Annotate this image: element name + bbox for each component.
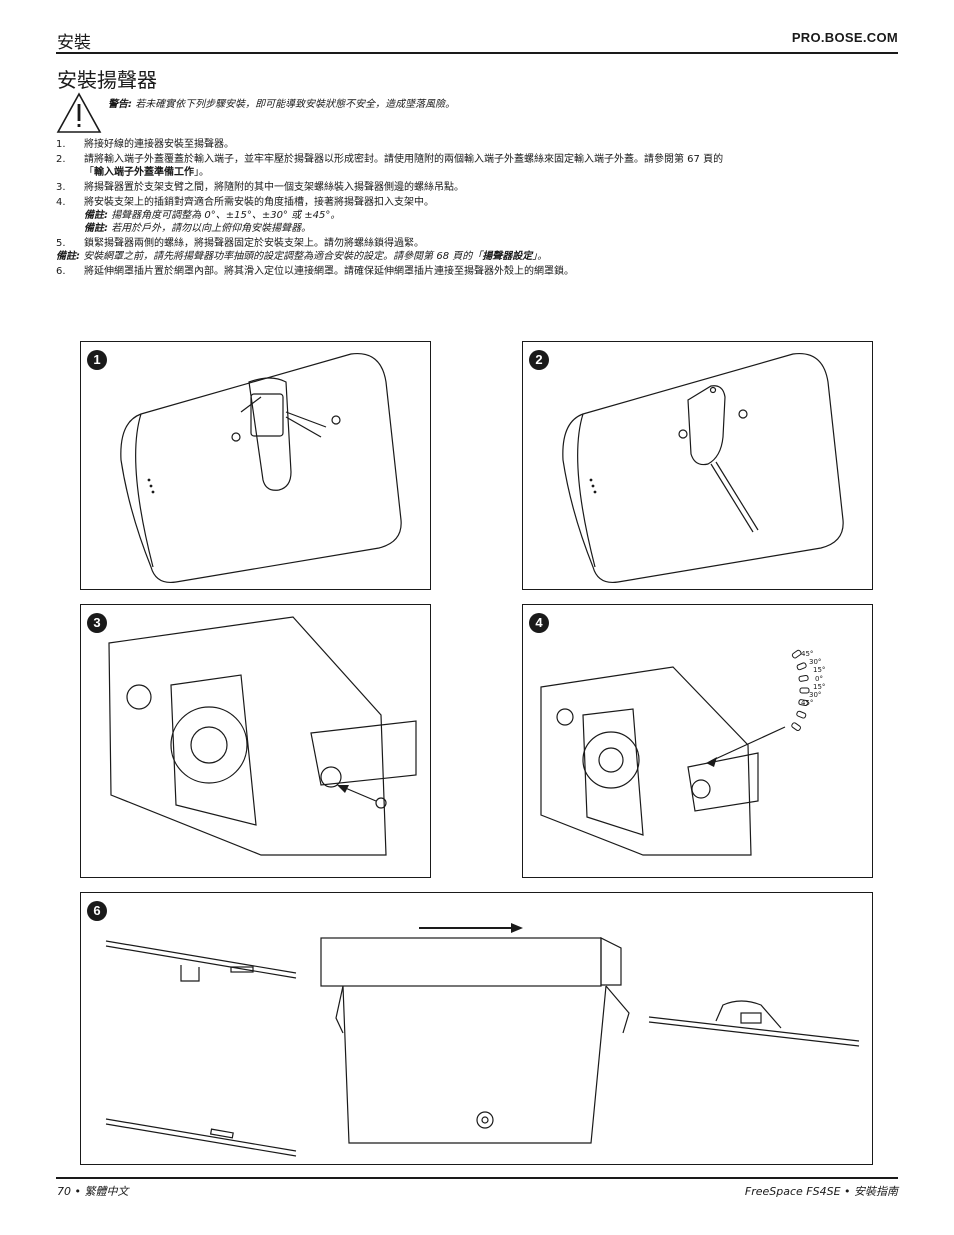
header-divider [56,52,898,54]
step-6: 6. 將延伸網罩插片置於網罩內部。將其滑入定位以連接網罩。請確保延伸網罩插片連接… [56,265,898,278]
figure-badge: 3 [87,613,107,633]
step-text: 將揚聲器置於支架支臂之間，將隨附的其中一個支架螺絲裝入揚聲器側邊的螺絲吊點。 [84,182,464,193]
figure-6: 6 [80,892,873,1165]
steps-list: 1. 將接好線的連接器安裝至揚聲器。 2. 請將輸入端子外蓋覆蓋於輸入端子，並牢… [56,138,898,278]
warning-text: 警告: 若未確實依下列步驟安裝，即可能導致安裝狀態不安全，造成墜落風險。 [108,95,455,110]
step-3: 3. 將揚聲器置於支架支臂之間，將隨附的其中一個支架螺絲裝入揚聲器側邊的螺絲吊點… [56,181,898,194]
figure-2: 2 [522,341,873,590]
footer-divider [56,1177,898,1179]
step-text: 將接好線的連接器安裝至揚聲器。 [84,139,234,150]
step-text: 將安裝支架上的插銷對齊適合所需安裝的角度插槽，接著將揚聲器扣入支架中。 [84,197,434,208]
footer-page-number: 70 • 繁體中文 [57,1185,129,1198]
step-text: 將延伸網罩插片置於網罩內部。將其滑入定位以連接網罩。請確保延伸網罩插片連接至揚聲… [84,266,574,277]
angle-slots-illustration [540,649,810,856]
grille-note: 備註: 安裝網罩之前，請先將揚聲器功率抽頭的設定調整為適合安裝的設定。請參閱第 … [56,251,548,262]
warning-body: 若未確實依下列步驟安裝，即可能導致安裝狀態不安全，造成墜落風險。 [135,99,456,110]
figure-1: 1 [80,341,431,590]
speaker-connector-illustration [120,352,402,584]
figure-badge: 4 [529,613,549,633]
step-2: 2. 請將輸入端子外蓋覆蓋於輸入端子，並牢牢壓於揚聲器以形成密封。請使用隨附的兩… [56,153,898,179]
figure-badge: 1 [87,350,107,370]
figure-badge: 2 [529,350,549,370]
header-site-link[interactable]: PRO.BOSE.COM [791,30,898,45]
step-number: 1. [56,139,66,150]
step-note: 備註: 揚聲器角度可調整為 0°、±15°、±30° 或 ±45°。 [84,210,341,221]
xref-open: 「 [84,167,94,178]
step-text: 請將輸入端子外蓋覆蓋於輸入端子，並牢牢壓於揚聲器以形成密封。請使用隨附的兩個輸入… [84,154,724,165]
step-number: 5. [56,238,66,249]
xref-link[interactable]: 揚聲器設定 [482,251,533,262]
terminal-cover-illustration [562,352,844,584]
xref-link[interactable]: 輸入端子外蓋準備工作 [94,167,194,178]
step-note: 備註: 若用於戶外，請勿以向上俯仰角安裝揚聲器。 [84,223,312,234]
footer-document-title: FreeSpace FS4SE • 安裝指南 [744,1185,898,1198]
bracket-screw-illustration [108,616,417,856]
header-section-title: 安裝 [57,33,91,53]
step-text: 鎖緊揚聲器兩側的螺絲，將揚聲器固定於安裝支架上。請勿將螺絲鎖得過緊。 [84,238,424,249]
grille-installation-illustration [105,923,860,1157]
warning-label: 警告: [108,99,132,110]
step-number: 6. [56,266,66,277]
warning-icon [56,92,102,133]
step-5: 5. 鎖緊揚聲器兩側的螺絲，將揚聲器固定於安裝支架上。請勿將螺絲鎖得過緊。 [56,237,898,250]
step-number: 3. [56,182,66,193]
figure-3: 3 [80,604,431,878]
xref-close: 」。 [194,167,209,178]
step-4: 4. 將安裝支架上的插銷對齊適合所需安裝的角度插槽，接著將揚聲器扣入支架中。 備… [56,196,898,235]
step-number: 2. [56,154,66,165]
angle-labels: 45° 30° 15° 0° 15° 30° 45° [801,650,826,708]
figure-4: 4 45° 30° 15° 0° 15° 30° 45° [522,604,873,878]
step-1: 1. 將接好線的連接器安裝至揚聲器。 [56,138,898,151]
page-title: 安裝揚聲器 [57,68,157,92]
step-number: 4. [56,197,66,208]
figure-badge: 6 [87,901,107,921]
